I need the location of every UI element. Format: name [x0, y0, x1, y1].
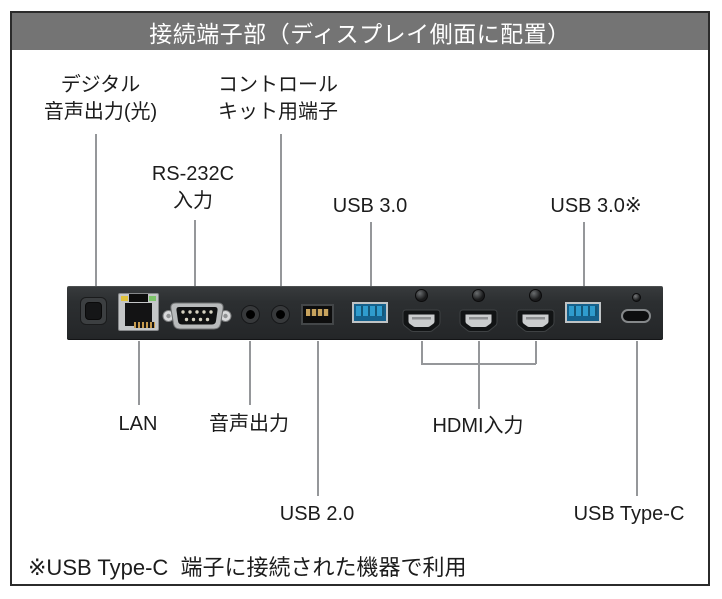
label-usb30-left: USB 3.0 [332, 195, 408, 217]
rs232c-connector-graphic [162, 302, 232, 330]
leader-line-control-kit [280, 134, 282, 286]
optical-port-opening [85, 302, 102, 320]
usb3-port-left [352, 302, 388, 323]
connector-panel [67, 286, 663, 340]
label-usb-type-c: USB Type-C [573, 503, 685, 525]
label-lan: LAN [118, 413, 158, 435]
hdmi-connector-graphic [516, 309, 555, 332]
hdmi1-screw [415, 289, 428, 302]
label-usb20: USB 2.0 [279, 503, 355, 525]
leader-line-usb20 [317, 341, 319, 496]
hdmi-port-2 [459, 309, 498, 333]
hdmi-connector-graphic [459, 309, 498, 332]
diagram-title-bar: 接続端子部（ディスプレイ側面に配置） [12, 13, 708, 50]
usb2-port [301, 304, 334, 325]
leader-line-audio-out [249, 341, 251, 405]
leader-line-hdmi1 [421, 341, 423, 364]
lan-led-green [149, 296, 156, 301]
audio-jack-hole [246, 310, 255, 319]
usb3-port-right [565, 302, 601, 323]
leader-line-usb30-left [370, 222, 372, 286]
label-control-kit: コントロール キット用端子 [218, 74, 338, 123]
hdmi-port-1 [402, 309, 441, 333]
usb3-tongue [356, 306, 384, 316]
control-jack-hole [276, 310, 285, 319]
leader-line-digital-audio [95, 134, 97, 286]
usb2-contacts [306, 309, 329, 316]
hdmi-connector-graphic [402, 309, 441, 332]
leader-line-rs232c [194, 220, 196, 286]
usbc-screw [632, 293, 641, 302]
lan-port [118, 293, 159, 331]
label-audio-out: 音声出力 [209, 413, 289, 435]
usb3-tongue [569, 306, 597, 316]
leader-line-usb30-right [583, 222, 585, 286]
lan-clip-slot [129, 294, 148, 302]
footnote: ※USB Type-C 端子に接続された機器で利用 [28, 555, 467, 580]
lan-led-yellow [121, 296, 128, 301]
control-kit-jack [271, 305, 290, 324]
leader-line-hdmi3 [535, 341, 537, 364]
leader-line-hdmi2 [478, 341, 480, 364]
hdmi2-screw [472, 289, 485, 302]
rs232c-port [162, 297, 232, 333]
label-usb30-right: USB 3.0※ [550, 195, 642, 217]
audio-out-jack [241, 305, 260, 324]
lan-port-opening [125, 303, 155, 328]
leader-line-hdmi-label [478, 363, 480, 409]
label-digital-audio-out: デジタル 音声出力(光) [43, 74, 158, 123]
hdmi-port-3 [516, 309, 555, 333]
lan-pins [134, 322, 155, 328]
leader-line-lan [138, 341, 140, 405]
hdmi3-screw [529, 289, 542, 302]
diagram-title: 接続端子部（ディスプレイ側面に配置） [149, 20, 571, 47]
label-rs232c-in: RS-232C 入力 [151, 163, 235, 212]
digital-optical-audio-port [80, 297, 107, 325]
leader-line-usb-type-c [636, 341, 638, 496]
label-hdmi-in: HDMI入力 [432, 415, 524, 437]
usb-type-c-port [621, 309, 651, 323]
